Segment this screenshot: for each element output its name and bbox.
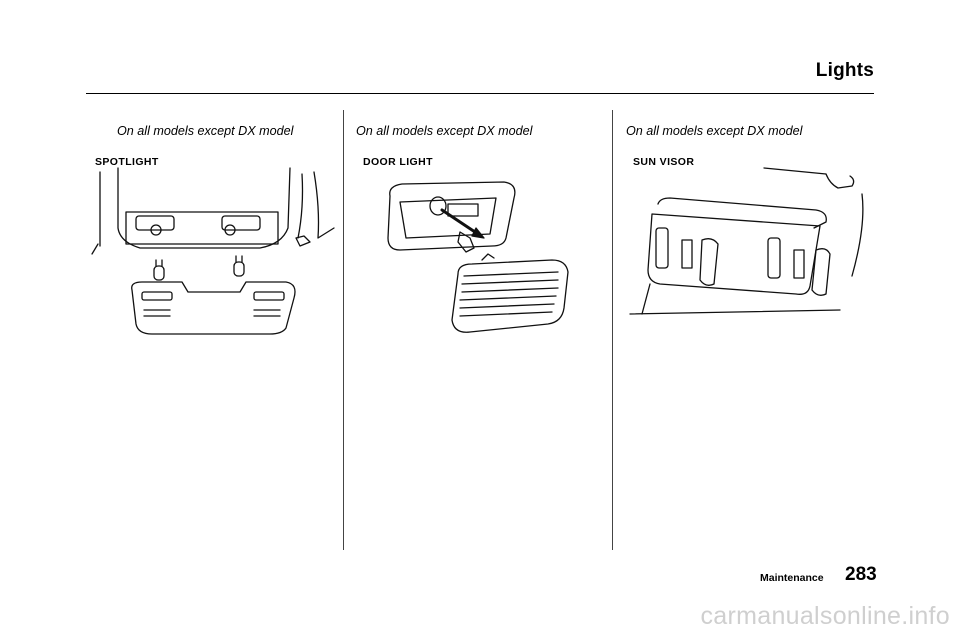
door-light-illustration: [387, 181, 569, 333]
caption-door-light: On all models except DX model: [356, 124, 533, 138]
sun-visor-illustration: [629, 167, 864, 315]
caption-spotlight: On all models except DX model: [117, 124, 294, 138]
column-divider-2: [612, 110, 613, 550]
label-spotlight: SPOTLIGHT: [95, 156, 159, 168]
column-divider-1: [343, 110, 344, 550]
page-header-title: Lights: [815, 60, 874, 81]
spotlight-illustration: [91, 167, 335, 335]
label-sun-visor: SUN VISOR: [633, 156, 695, 168]
page-number: 283: [845, 564, 877, 585]
caption-sun-visor: On all models except DX model: [626, 124, 803, 138]
header-rule: [86, 93, 874, 94]
footer-section-label: Maintenance: [760, 572, 824, 584]
label-door-light: DOOR LIGHT: [363, 156, 433, 168]
watermark-text: carmanualsonline.info: [700, 602, 950, 630]
